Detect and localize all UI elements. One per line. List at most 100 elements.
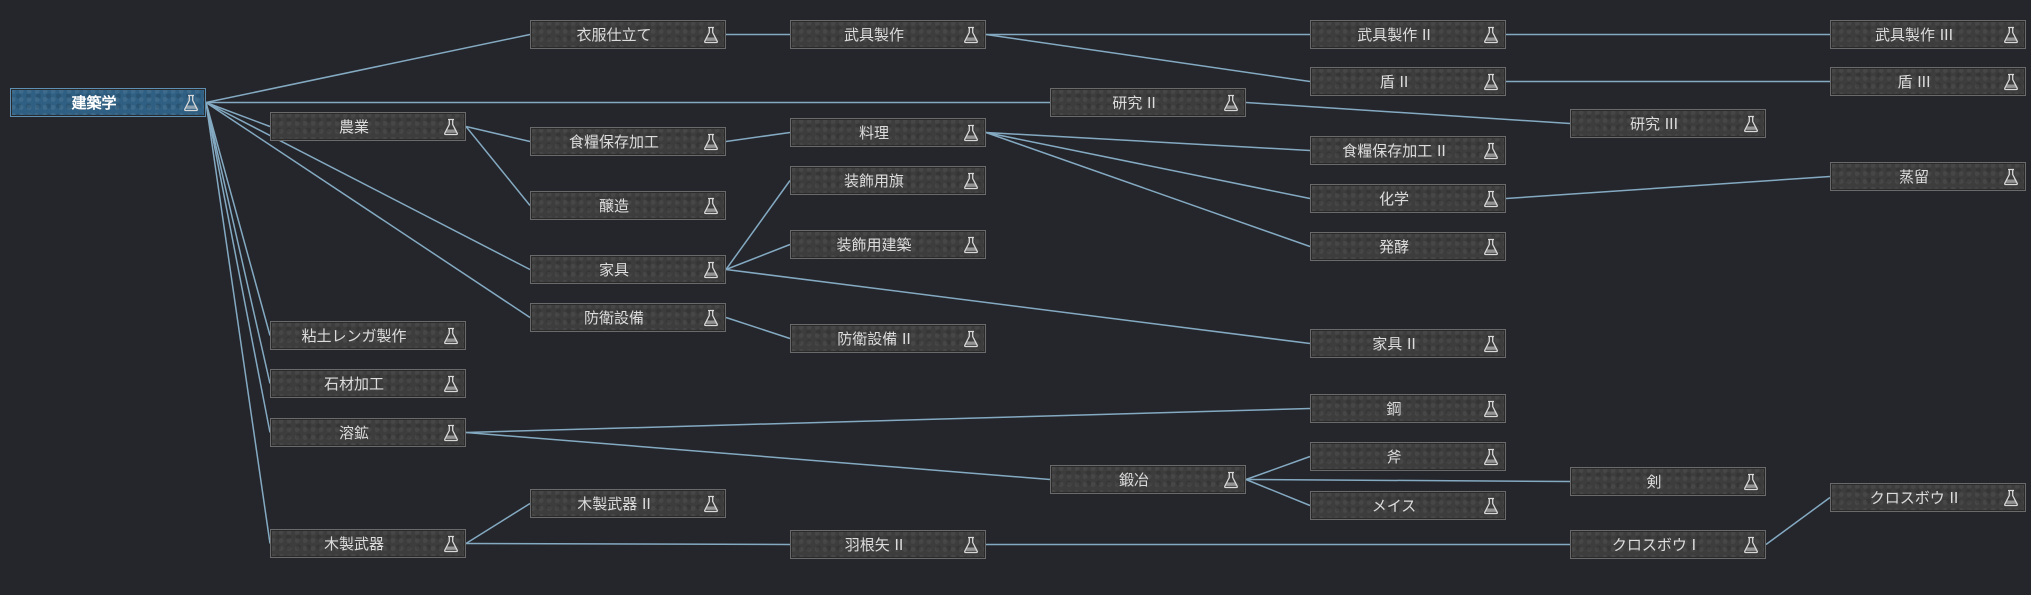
- edge-smelting-forging: [465, 431, 1051, 481]
- tech-node-label: 家具 II: [1372, 335, 1416, 353]
- tech-node-banners[interactable]: 装飾用旗: [790, 166, 986, 195]
- edge-architecture-furniture: [205, 101, 531, 271]
- edge-forging-sword: [1245, 478, 1571, 483]
- tech-node-label: 鋼: [1386, 400, 1402, 418]
- edge-architecture-tailoring: [205, 33, 531, 104]
- edge-furniture-furniture2: [725, 268, 1311, 345]
- edge-preserve1-cooking: [725, 131, 791, 143]
- edge-furniture-banners: [725, 180, 791, 270]
- tech-node-distill[interactable]: 蒸留: [1830, 162, 2026, 191]
- edge-architecture-stone: [205, 102, 271, 384]
- tech-node-brick[interactable]: 粘土レンガ製作: [270, 321, 466, 350]
- tech-node-brewing[interactable]: 醸造: [530, 191, 726, 220]
- tech-node-label: 鍛冶: [1118, 471, 1149, 489]
- tech-node-smelting[interactable]: 溶鉱: [270, 418, 466, 447]
- tech-node-architecture[interactable]: 建築学: [10, 88, 206, 117]
- edge-smelting-steel: [465, 407, 1311, 434]
- flask-icon: [1484, 73, 1498, 91]
- edge-forging-axe: [1245, 455, 1311, 481]
- tech-node-label: 武具製作 II: [1357, 26, 1431, 44]
- tech-node-shield2[interactable]: 盾 II: [1310, 67, 1506, 96]
- tech-node-arms3[interactable]: 武具製作 III: [1830, 20, 2026, 49]
- tech-node-research2[interactable]: 研究 II: [1050, 88, 1246, 117]
- flask-icon: [704, 197, 718, 215]
- tech-node-label: 装飾用旗: [843, 172, 904, 190]
- tech-node-furniture2[interactable]: 家具 II: [1310, 329, 1506, 358]
- tech-node-decor_arch[interactable]: 装飾用建築: [790, 230, 986, 259]
- flask-icon: [1484, 238, 1498, 256]
- edge-woodweap1-woodweap2: [465, 502, 531, 545]
- edge-architecture-brick: [205, 102, 271, 336]
- flask-icon: [1744, 536, 1758, 554]
- edge-architecture-agriculture: [205, 101, 271, 128]
- tech-node-label: 武具製作: [843, 26, 904, 44]
- tech-node-tailoring[interactable]: 衣服仕立て: [530, 20, 726, 49]
- tech-node-research3[interactable]: 研究 III: [1570, 109, 1766, 138]
- edge-chemistry-distill: [1505, 175, 1831, 200]
- tech-node-preserve2[interactable]: 食糧保存加工 II: [1310, 136, 1506, 165]
- tech-node-axe[interactable]: 斧: [1310, 442, 1506, 471]
- edge-arms1-shield2: [985, 33, 1311, 83]
- tech-node-label: 装飾用建築: [836, 236, 912, 254]
- tech-node-arms1[interactable]: 武具製作: [790, 20, 986, 49]
- tech-node-agriculture[interactable]: 農業: [270, 112, 466, 141]
- edge-research2-research3: [1245, 101, 1571, 125]
- edge-architecture-smelting: [205, 102, 271, 433]
- edge-forging-mace: [1245, 478, 1311, 507]
- tech-node-sword[interactable]: 剣: [1570, 467, 1766, 496]
- tech-node-furniture[interactable]: 家具: [530, 255, 726, 284]
- flask-icon: [2004, 26, 2018, 44]
- tech-node-label: 料理: [858, 124, 889, 142]
- tech-node-label: 羽根矢 II: [844, 536, 904, 554]
- flask-icon: [704, 495, 718, 513]
- flask-icon: [964, 124, 978, 142]
- flask-icon: [184, 94, 198, 112]
- tech-node-label: 木製武器 II: [577, 495, 651, 513]
- flask-icon: [444, 327, 458, 345]
- edge-architecture-defense1: [205, 101, 531, 319]
- flask-icon: [964, 536, 978, 554]
- edge-agriculture-brewing: [465, 126, 531, 206]
- tech-node-chemistry[interactable]: 化学: [1310, 184, 1506, 213]
- tech-node-defense2[interactable]: 防衛設備 II: [790, 324, 986, 353]
- flask-icon: [444, 424, 458, 442]
- flask-icon: [444, 535, 458, 553]
- tech-node-label: クロスボウ II: [1869, 489, 1959, 507]
- tech-node-woodweap2[interactable]: 木製武器 II: [530, 489, 726, 518]
- tech-node-label: メイス: [1371, 497, 1417, 515]
- tech-node-cooking[interactable]: 料理: [790, 118, 986, 147]
- tech-node-defense1[interactable]: 防衛設備: [530, 303, 726, 332]
- tech-node-label: 斧: [1386, 448, 1402, 466]
- flask-icon: [704, 309, 718, 327]
- tech-node-ferment[interactable]: 発酵: [1310, 232, 1506, 261]
- tech-node-arrows2[interactable]: 羽根矢 II: [790, 530, 986, 559]
- flask-icon: [964, 330, 978, 348]
- flask-icon: [704, 26, 718, 44]
- flask-icon: [1484, 448, 1498, 466]
- tech-node-crossbow2[interactable]: クロスボウ II: [1830, 483, 2026, 512]
- flask-icon: [1484, 190, 1498, 208]
- flask-icon: [1224, 471, 1238, 489]
- flask-icon: [2004, 489, 2018, 507]
- tech-node-preserve1[interactable]: 食糧保存加工: [530, 127, 726, 156]
- tech-node-crossbow1[interactable]: クロスボウ I: [1570, 530, 1766, 559]
- flask-icon: [444, 375, 458, 393]
- tech-node-label: 剣: [1646, 473, 1662, 491]
- tech-node-label: 農業: [338, 118, 369, 136]
- tech-node-mace[interactable]: メイス: [1310, 491, 1506, 520]
- tech-node-arms2[interactable]: 武具製作 II: [1310, 20, 1506, 49]
- tech-node-label: 盾 II: [1379, 73, 1409, 91]
- tech-node-label: 化学: [1378, 190, 1409, 208]
- tech-node-label: 石材加工: [323, 375, 384, 393]
- tech-node-steel[interactable]: 鋼: [1310, 394, 1506, 423]
- tech-node-stone[interactable]: 石材加工: [270, 369, 466, 398]
- tech-node-woodweap1[interactable]: 木製武器: [270, 529, 466, 558]
- flask-icon: [2004, 73, 2018, 91]
- tech-node-label: 研究 III: [1629, 115, 1679, 133]
- tech-node-forging[interactable]: 鍛冶: [1050, 465, 1246, 494]
- tech-node-shield3[interactable]: 盾 III: [1830, 67, 2026, 96]
- flask-icon: [1484, 400, 1498, 418]
- flask-icon: [1484, 497, 1498, 515]
